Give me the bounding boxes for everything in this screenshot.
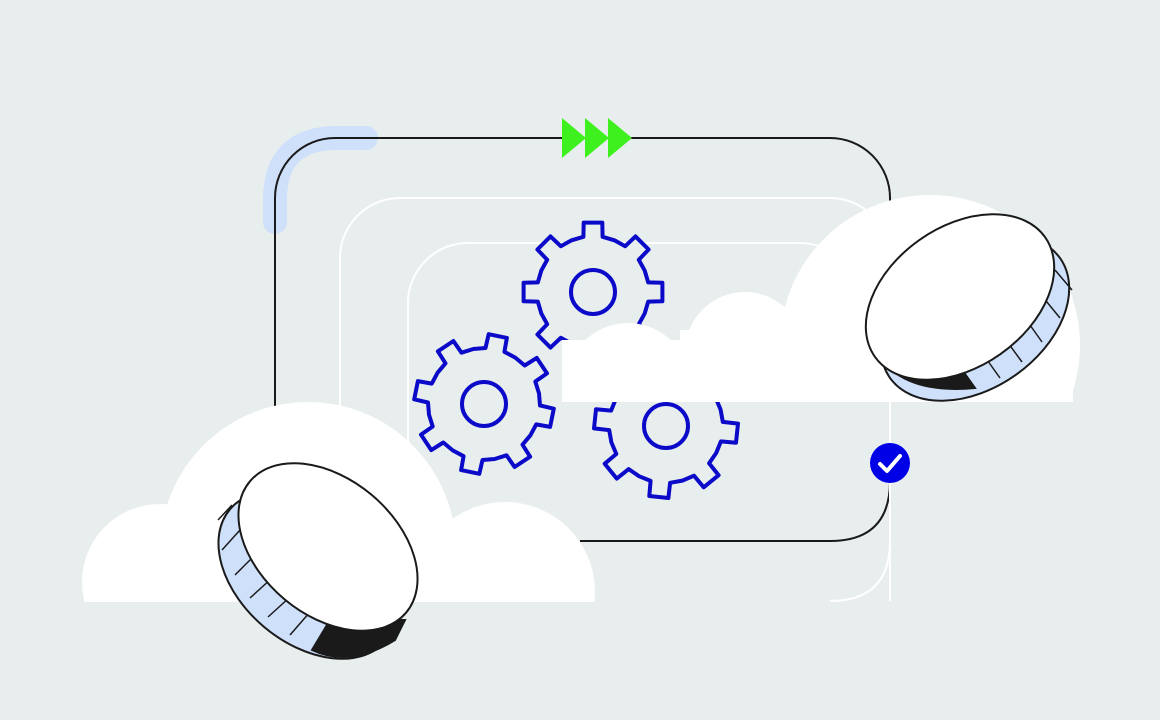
coin-right: [864, 213, 1073, 402]
inner-frame-lower: [829, 402, 891, 602]
check-badge-icon: [870, 443, 910, 483]
cloud-right-base-mask: [540, 402, 1100, 602]
gears-lower-group: [540, 402, 740, 500]
coin-left: [217, 462, 419, 660]
fast-forward-icon: [562, 118, 632, 158]
gear-right-icon: [592, 402, 740, 500]
gear-left-icon: [412, 332, 556, 476]
